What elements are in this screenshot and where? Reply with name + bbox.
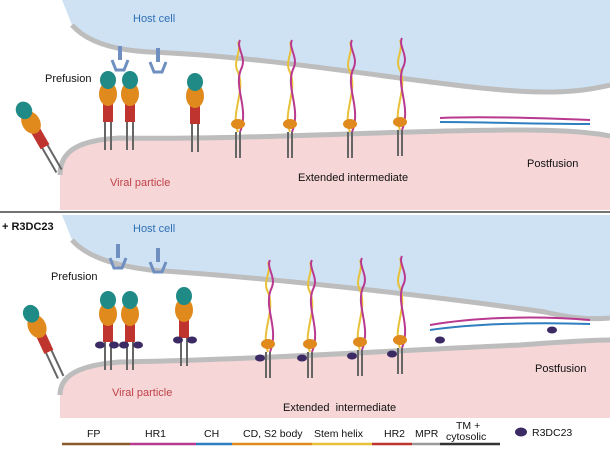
host-cell-region-top (62, 0, 610, 92)
legend-fp: FP (87, 428, 100, 440)
legend-hr2: HR2 (384, 428, 405, 440)
viral-particle-region-top (60, 130, 610, 210)
prefusion-label-bottom: Prefusion (51, 271, 97, 283)
viral-membrane-bottom (57, 337, 610, 396)
postfusion-label-bottom: Postfusion (535, 363, 586, 375)
viral-particle-label-top: Viral particle (110, 177, 170, 189)
legend-tm: TM + (456, 420, 480, 432)
prefusion-label-top: Prefusion (45, 73, 91, 85)
panel-bottom (57, 215, 610, 418)
postfusion-bottom (429, 316, 591, 326)
legend-cd: CD, S2 body (243, 428, 303, 440)
panel-top (57, 0, 610, 210)
postfusion-label-top: Postfusion (527, 158, 578, 170)
intermediate-label-top: Extended intermediate (298, 172, 408, 184)
host-cell-region-bottom (62, 215, 610, 319)
legend-hr1: HR1 (145, 428, 166, 440)
legend-nanobody: R3DC23 (532, 427, 572, 439)
host-cell-label-bottom: Host cell (133, 223, 175, 235)
legend: FP HR1 CH CD, S2 body Stem helix HR2 MPR… (62, 420, 572, 446)
viral-particle-label-bottom: Viral particle (112, 387, 172, 399)
postfusion-top (439, 116, 591, 121)
legend-ch: CH (204, 428, 219, 440)
host-membrane-top (70, 23, 610, 95)
intermediate-label-bottom: Extended intermediate (283, 402, 396, 414)
host-cell-label-top: Host cell (133, 13, 175, 25)
condition-label: + R3DC23 (2, 221, 54, 233)
nanobody-markers (95, 326, 557, 362)
legend-mpr: MPR (415, 428, 439, 440)
spikes-bottom (19, 242, 591, 381)
viral-particle-region-bottom (60, 340, 610, 418)
nanobody-legend-icon (515, 427, 527, 437)
spikes-top (11, 37, 591, 176)
viral-membrane-top (57, 127, 610, 176)
legend-cytosolic: cytosolic (446, 431, 486, 443)
legend-stem: Stem helix (314, 428, 364, 440)
